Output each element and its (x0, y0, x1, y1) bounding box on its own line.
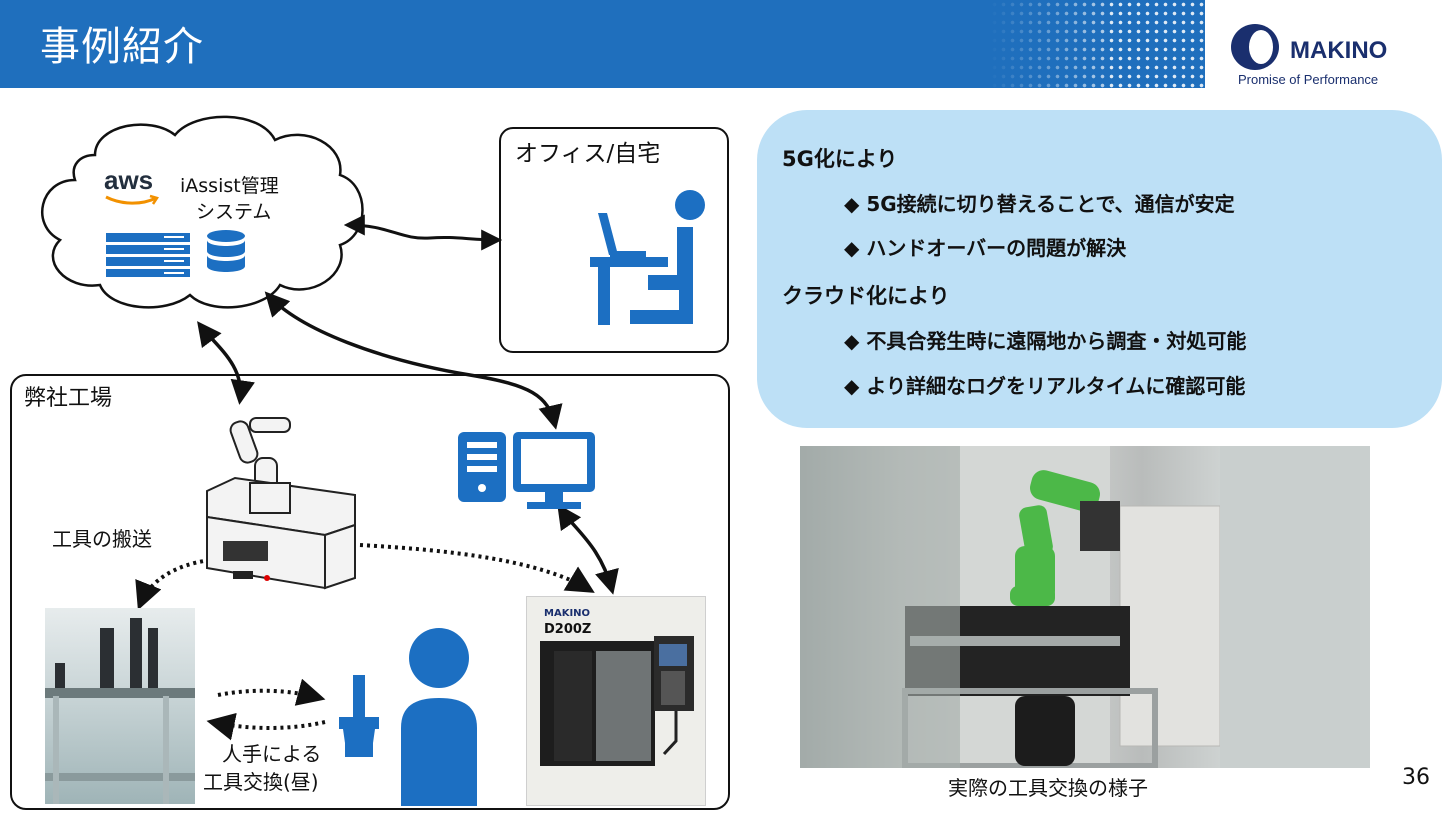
link-cloud-office (348, 225, 498, 240)
photo-caption: 実際の工具交換の様子 (948, 772, 1148, 801)
system-label-line1: iAssist管理 (180, 171, 279, 198)
info-bullet-logs: ◆ より詳細なログをリアルタイムに確認可能 (844, 370, 1245, 399)
aws-smile-icon (104, 194, 160, 206)
office-label: オフィス/自宅 (515, 134, 660, 168)
mobile-robot-image (195, 413, 365, 598)
computer-icon (455, 430, 605, 512)
info-bullet-stable: ◆ 5G接続に切り替えることで、通信が安定 (844, 188, 1235, 217)
info-heading-5g: 5G化により (782, 143, 897, 173)
worker-icon (393, 628, 485, 806)
system-label-line2: システム (196, 197, 271, 224)
tool-shelf-detail (45, 608, 195, 804)
info-bullet-handover: ◆ ハンドオーバーの問題が解決 (844, 232, 1126, 261)
manual-label-line2: 工具交換(昼) (203, 766, 319, 795)
tool-holder-icon (333, 675, 385, 757)
page-number: 36 (1402, 765, 1430, 790)
factory-label: 弊社工場 (24, 380, 112, 412)
transport-label: 工具の搬送 (52, 523, 152, 552)
aws-logo-text: aws (104, 165, 153, 196)
machine-tool-detail (526, 596, 704, 804)
manual-label-line1: 人手による (222, 738, 321, 767)
info-heading-cloud: クラウド化により (782, 280, 950, 310)
database-icon (206, 229, 246, 279)
tool-exchange-photo-detail (800, 446, 1370, 768)
person-at-desk-icon (580, 185, 710, 335)
info-bullet-remote: ◆ 不具合発生時に遠隔地から調査・対処可能 (844, 325, 1246, 354)
server-rack-icon (106, 233, 190, 277)
